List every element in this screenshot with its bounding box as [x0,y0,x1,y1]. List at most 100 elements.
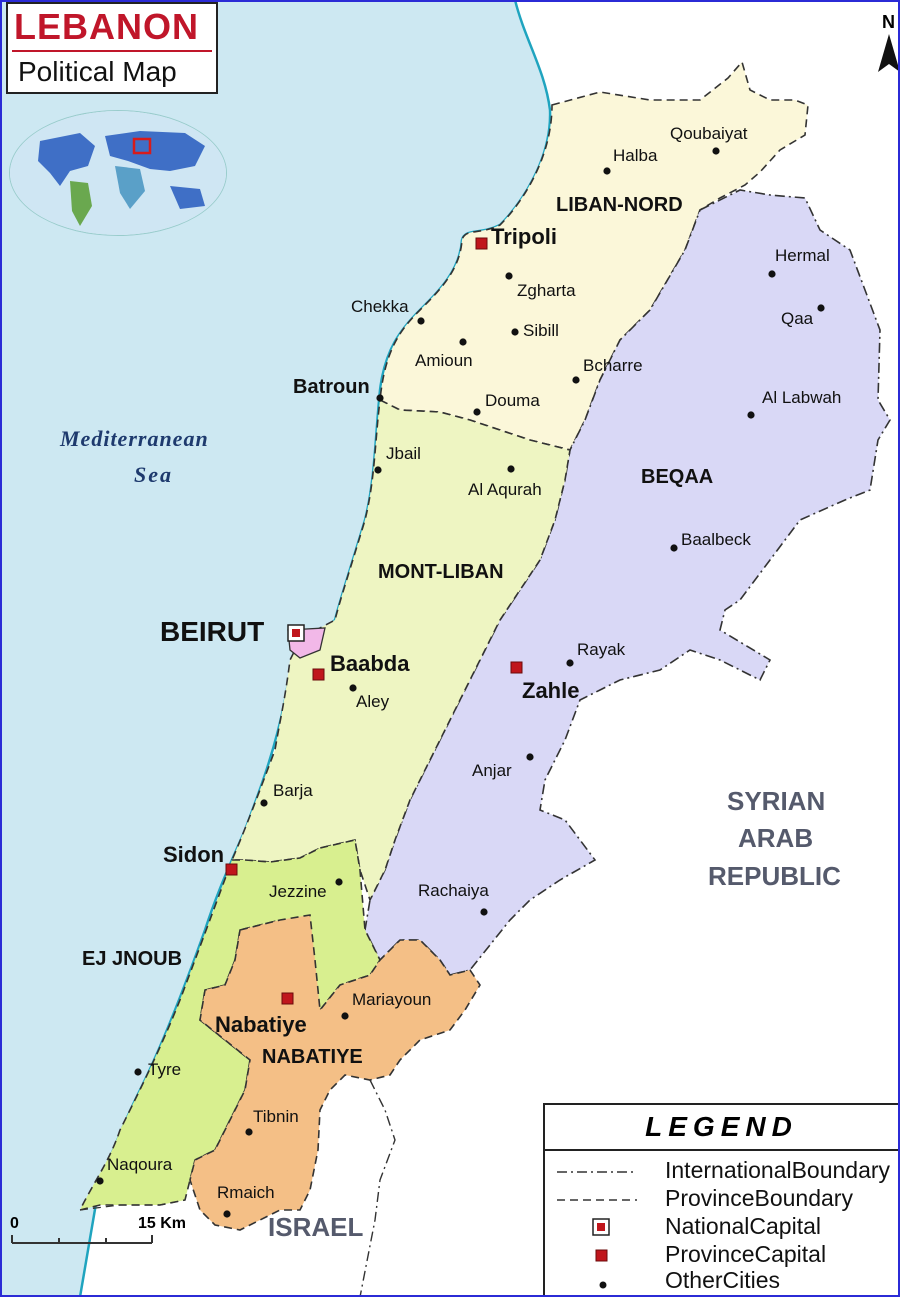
dash-dot-line-icon [557,1171,637,1173]
city-dot [96,1177,104,1185]
map-title-box: LEBANON Political Map [6,2,218,94]
city-dot [712,147,720,155]
province-label-beqaa: BEQAA [641,466,714,488]
national-capital-marker-core [292,629,300,637]
legend-label: ProvinceCapital [665,1241,827,1267]
city-dot-icon [599,1281,607,1289]
mediterranean-sea [0,0,551,1297]
city-label: Rayak [577,640,626,659]
city-label: Zgharta [517,281,576,300]
province-boundary-south [79,1199,186,1211]
city-dot [817,304,825,312]
north-arrow: N [878,12,900,72]
legend-label: ProvinceBoundary [665,1185,853,1211]
sea-label-line2: Sea [134,462,173,487]
scale-end-label: 15 Km [138,1215,187,1232]
map-title: LEBANON [14,6,199,47]
city-label: Rachaiya [418,881,489,900]
region-liban-nord[interactable] [379,60,809,451]
city-label: Batroun [293,376,370,398]
region-mont-liban[interactable] [230,398,571,903]
north-label: N [882,12,895,32]
city-label: Rmaich [217,1183,275,1202]
map-markers [96,147,825,1218]
province-capital-marker [281,992,294,1005]
city-label: Naqoura [107,1155,173,1174]
legend-item-province-boundary: ProvinceBoundary [557,1185,900,1215]
north-arrow-icon [878,34,900,72]
city-label: Tyre [148,1060,182,1079]
city-dot [260,799,268,807]
legend-item-province-capital: ProvinceCapital [557,1241,900,1271]
province-label-nabatiye: NABATIYE [262,1046,363,1068]
legend-item-national-capital: NationalCapital [557,1213,900,1243]
dashed-line-icon [557,1199,637,1201]
city-dot [134,1068,142,1076]
legend-item-international-boundary: InternationalBoundary [557,1157,900,1187]
city-dot [480,908,488,916]
region-beqaa[interactable] [364,189,891,976]
scale-bar-graphic [11,1235,153,1244]
title-divider [12,50,212,52]
map-legend: LEGEND InternationalBoundary ProvinceBou… [543,1103,900,1297]
city-label: Douma [485,391,540,410]
scale-bar: 0 15 Km [10,1215,200,1250]
city-label: Mariayoun [352,990,432,1009]
province-capital-marker [312,668,325,681]
world-locator-inset [9,110,227,236]
province-label-ej-jnoub: EJ JNOUB [82,948,183,970]
province-label-liban-nord: LIBAN-NORD [556,194,683,216]
international-boundary-south [359,1079,396,1297]
city-dot [505,272,513,280]
city-dot [768,270,776,278]
city-dot [341,1012,349,1020]
city-label: Al Aqurah [468,480,542,499]
province-capital-marker [475,237,488,250]
city-label: Jbail [386,444,421,463]
city-dot [747,411,755,419]
legend-title: LEGEND [545,1105,898,1151]
city-label: Barja [273,781,313,800]
city-dot [670,544,678,552]
city-dot [349,684,357,692]
map-subtitle: Political Map [18,56,177,87]
city-label: Halba [613,146,658,165]
city-label: Bcharre [583,356,643,375]
city-label: Baalbeck [681,530,751,549]
city-label: Jezzine [269,882,327,901]
province-capital-label: Tripoli [491,224,557,249]
sea-label-line1: Mediterranean [60,426,209,451]
province-capital-label: Zahle [522,678,580,703]
city-label: Qaa [781,309,814,328]
city-dot [376,394,384,402]
legend-item-other-cities: OtherCities [557,1267,900,1297]
legend-label: OtherCities [665,1267,781,1293]
city-dot [526,753,534,761]
city-label: Hermal [775,246,830,265]
city-dot [566,659,574,667]
city-label: Chekka [351,297,409,316]
province-capital-label: Sidon [163,842,225,867]
region-nabatiye[interactable] [189,914,481,1231]
country-label-israel: ISRAEL [268,1212,364,1242]
province-capital-label: Baabda [330,651,410,676]
world-map-icon [10,111,226,235]
city-label: Amioun [415,351,473,370]
legend-label: NationalCapital [665,1213,821,1239]
city-dot [511,328,519,336]
city-dot [459,338,467,346]
city-label: Sibill [523,321,559,340]
country-label-syria-2: ARAB [738,823,814,853]
legend-label: InternationalBoundary [665,1157,891,1183]
province-capital-icon [595,1249,608,1262]
city-dot [507,465,515,473]
national-capital-label: BEIRUT [160,616,265,647]
national-capital-icon [592,1218,610,1236]
scale-start-label: 0 [10,1215,19,1232]
province-capital-label: Nabatiye [215,1012,307,1037]
city-dot [335,878,343,886]
province-label-mont-liban: MONT-LIBAN [378,561,504,583]
city-dot [223,1210,231,1218]
country-label-syria-1: SYRIAN [727,786,826,816]
